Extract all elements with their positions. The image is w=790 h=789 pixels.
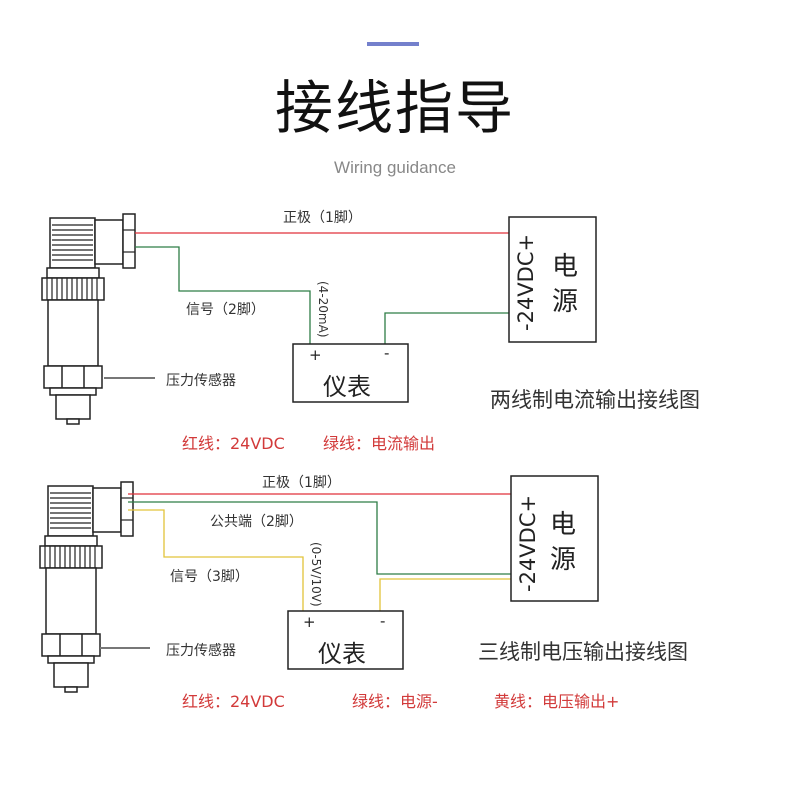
- legend-green-2: 绿线：电源-: [352, 692, 438, 711]
- diagram-caption-2: 三线制电压输出接线图: [478, 640, 688, 664]
- sensor-label-1: 压力传感器: [166, 373, 236, 389]
- power-label-char-1: 电: [550, 510, 577, 540]
- yellow-wire-2: [128, 509, 304, 611]
- meter-plus-1: +: [309, 346, 322, 364]
- meter-minus-1: -: [384, 344, 390, 362]
- legend-green-1: 绿线：电流输出: [323, 434, 436, 453]
- power-box-2: [510, 475, 599, 602]
- wire-label-positive-1: 正极（1脚）: [283, 210, 362, 226]
- meter-box-1: [292, 343, 409, 403]
- sensor-label-2: 压力传感器: [166, 643, 236, 659]
- meter-box-2: [287, 610, 404, 670]
- wire-label-positive-2: 正极（1脚）: [262, 475, 341, 491]
- meter-minus-2: -: [380, 612, 386, 630]
- wire-label-signal-1: 信号（2脚）: [186, 302, 265, 318]
- meter-plus-2: +: [303, 613, 316, 631]
- sensor-drawing-2: [39, 481, 150, 693]
- power-label-char-2: 源: [550, 545, 577, 575]
- wire-label-signal-2: 信号（3脚）: [170, 569, 249, 585]
- signal-range-1: (4-20mA): [316, 281, 330, 338]
- legend-red-2: 红线：24VDC: [182, 692, 285, 711]
- meter-label-1: 仪表: [323, 373, 371, 401]
- sensor-drawing-1: [41, 213, 155, 425]
- green-wire-2: [128, 501, 511, 575]
- green-wire-1: [135, 246, 311, 344]
- legend-red-1: 红线：24VDC: [182, 434, 285, 453]
- power-box-1: [508, 216, 597, 343]
- power-label-char-2: 源: [552, 287, 579, 317]
- green-return-wire-1: [384, 312, 509, 344]
- signal-range-2: (0-5V/10V): [309, 542, 323, 607]
- power-terminal-2: -24VDC+: [516, 494, 540, 592]
- yellow-return-wire-2: [379, 578, 511, 611]
- legend-yellow-2: 黄线：电压输出+: [494, 692, 620, 711]
- page-subtitle: Wiring guidance: [334, 158, 456, 177]
- accent-bar: [367, 42, 419, 46]
- power-label-char-1: 电: [552, 252, 579, 282]
- diagram-caption-1: 两线制电流输出接线图: [490, 388, 700, 412]
- wire-label-common-2: 公共端（2脚）: [210, 514, 303, 530]
- meter-label-2: 仪表: [318, 640, 366, 668]
- power-terminal-1: -24VDC+: [514, 233, 538, 331]
- page-title: 接线指导: [274, 74, 515, 142]
